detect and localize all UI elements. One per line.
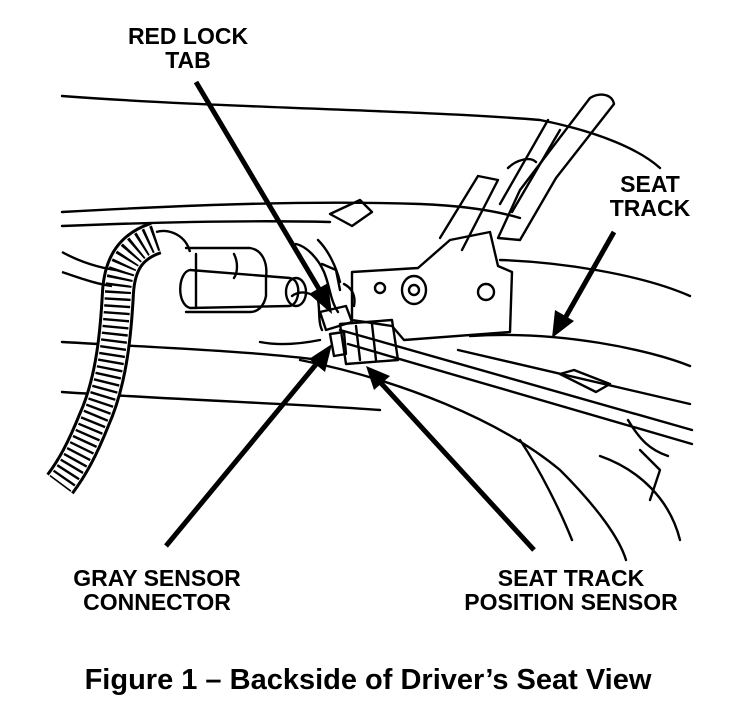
red-lock-tab-arrowhead	[309, 283, 332, 314]
seat-side-plate	[350, 230, 514, 342]
gray-sensor-connector-label: GRAY SENSOR CONNECTOR	[52, 566, 262, 614]
seat-track-position-sensor-label-line-2: POSITION SENSOR	[464, 589, 678, 615]
position-sensor-arrowhead	[366, 366, 390, 390]
figure-caption: Figure 1 – Backside of Driver’s Seat Vie…	[84, 664, 652, 696]
gray-sensor-connector-label-line-1: GRAY SENSOR	[73, 565, 241, 591]
seat-cushion-outline	[60, 94, 662, 170]
seat-track-leader	[561, 230, 617, 322]
red-lock-tab-label-line-2: TAB	[165, 47, 211, 73]
seat-track-label: SEAT TRACK	[590, 172, 710, 220]
sensor-assembly	[318, 262, 400, 366]
seat-track-position-sensor-label: SEAT TRACK POSITION SENSOR	[440, 566, 702, 614]
seat-track-arrowhead	[552, 310, 574, 338]
gray-sensor-arrowhead	[309, 344, 332, 372]
position-sensor-leader	[378, 380, 536, 552]
gray-sensor-connector-label-line-2: CONNECTOR	[83, 589, 231, 615]
seat-cushion-inner-edge	[60, 201, 522, 220]
gray-sensor-leader	[164, 360, 320, 548]
seat-track-rail	[338, 328, 694, 432]
seat-track-position-sensor-label-line-1: SEAT TRACK	[497, 565, 645, 591]
seat-track-label-line-1: SEAT	[620, 171, 680, 197]
seat-track-label-line-2: TRACK	[609, 195, 691, 221]
seat-back-bracket	[496, 93, 616, 242]
wiring-harness	[46, 221, 192, 495]
red-lock-tab-label-line-1: RED LOCK	[127, 23, 249, 49]
seat-motor	[179, 246, 308, 314]
red-lock-tab-label: RED LOCK TAB	[108, 24, 268, 72]
red-lock-tab-leader	[193, 80, 325, 296]
